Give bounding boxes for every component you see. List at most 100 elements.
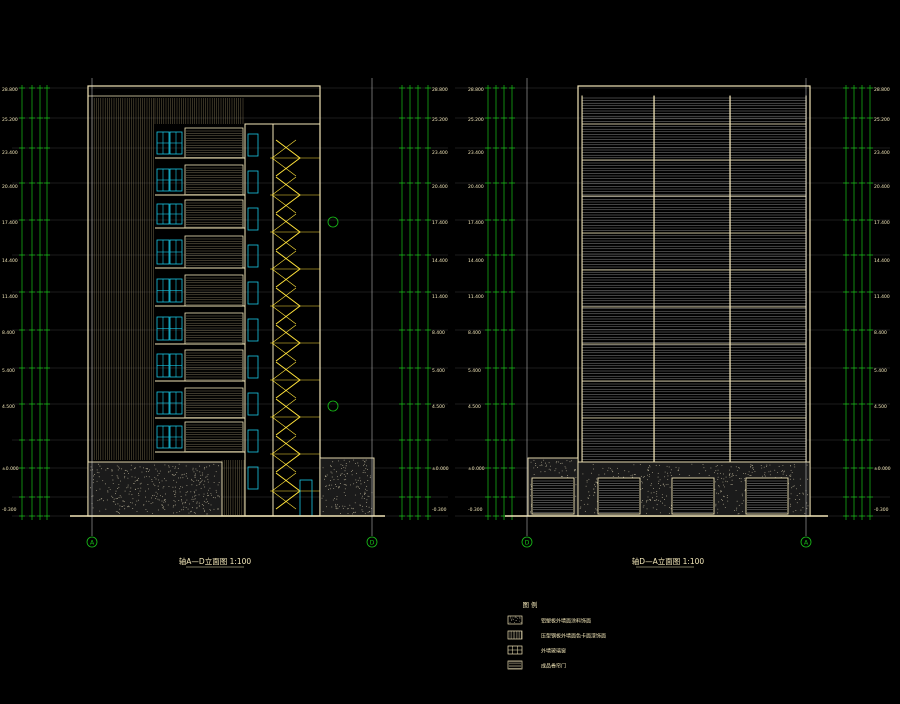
texture-dot bbox=[185, 502, 186, 503]
texture-dot bbox=[351, 508, 352, 509]
texture-dot bbox=[189, 504, 190, 505]
texture-dot bbox=[670, 472, 671, 473]
texture-dot bbox=[709, 475, 710, 476]
texture-dot bbox=[596, 479, 597, 480]
texture-dot bbox=[151, 479, 152, 480]
texture-dot bbox=[324, 479, 325, 480]
texture-dot bbox=[736, 510, 737, 511]
texture-dot bbox=[206, 513, 207, 514]
texture-dot bbox=[802, 507, 803, 508]
texture-dot bbox=[331, 472, 332, 473]
texture-dot bbox=[344, 479, 345, 480]
texture-dot bbox=[195, 475, 196, 476]
texture-dot bbox=[342, 465, 343, 466]
level-label: 25.200 bbox=[468, 117, 484, 123]
texture-dot bbox=[750, 466, 751, 467]
texture-dot bbox=[790, 476, 791, 477]
texture-dot bbox=[647, 508, 648, 509]
texture-dot bbox=[596, 482, 597, 483]
level-label: ±0.000 bbox=[2, 466, 19, 472]
texture-dot bbox=[193, 481, 194, 482]
texture-dot bbox=[341, 474, 342, 475]
texture-dot bbox=[93, 495, 94, 496]
texture-dot bbox=[183, 502, 184, 503]
texture-dot bbox=[165, 494, 166, 495]
level-label: 4.500 bbox=[874, 404, 887, 410]
texture-dot bbox=[610, 468, 611, 469]
texture-dot bbox=[356, 473, 357, 474]
texture-dot bbox=[370, 477, 371, 478]
podium-block bbox=[320, 458, 374, 516]
texture-dot bbox=[195, 498, 196, 499]
texture-dot bbox=[346, 463, 347, 464]
texture-dot bbox=[97, 469, 98, 470]
texture-dot bbox=[147, 511, 148, 512]
texture-dot bbox=[642, 482, 643, 483]
texture-dot bbox=[217, 509, 218, 510]
texture-dot bbox=[582, 473, 583, 474]
texture-dot bbox=[173, 505, 174, 506]
texture-dot bbox=[530, 511, 531, 512]
texture-dot bbox=[353, 483, 354, 484]
texture-dot bbox=[172, 487, 173, 488]
texture-dot bbox=[649, 499, 650, 500]
texture-dot bbox=[156, 479, 157, 480]
rolling-door-icon bbox=[598, 478, 640, 514]
texture-dot bbox=[136, 501, 137, 502]
texture-dot bbox=[197, 470, 198, 471]
texture-dot bbox=[208, 495, 209, 496]
texture-dot bbox=[93, 476, 94, 477]
texture-dot bbox=[346, 465, 347, 466]
texture-dot bbox=[110, 489, 111, 490]
texture-dot bbox=[783, 474, 784, 475]
texture-dot bbox=[147, 469, 148, 470]
texture-dot bbox=[345, 468, 346, 469]
texture-dot bbox=[580, 508, 581, 509]
texture-dot bbox=[360, 493, 361, 494]
texture-dot bbox=[623, 477, 624, 478]
level-label: 17.400 bbox=[468, 220, 484, 226]
texture-dot bbox=[779, 466, 780, 467]
texture-dot bbox=[337, 476, 338, 477]
texture-dot bbox=[208, 490, 209, 491]
texture-dot bbox=[588, 497, 589, 498]
texture-dot bbox=[175, 491, 176, 492]
core-window-icon bbox=[248, 134, 258, 156]
louver-panel bbox=[185, 236, 243, 268]
texture-dot bbox=[217, 495, 218, 496]
left-elevation: 28.80025.20023.40020.40017.40014.40011.4… bbox=[2, 78, 449, 567]
texture-dot bbox=[540, 471, 541, 472]
texture-dot bbox=[366, 499, 367, 500]
level-label: 8.400 bbox=[468, 330, 481, 336]
texture-dot bbox=[186, 476, 187, 477]
texture-dot bbox=[112, 497, 113, 498]
texture-dot bbox=[657, 504, 658, 505]
level-label: -0.300 bbox=[874, 507, 889, 513]
texture-dot bbox=[650, 485, 651, 486]
texture-dot bbox=[731, 466, 732, 467]
texture-dot bbox=[169, 486, 170, 487]
level-label: 14.400 bbox=[2, 258, 18, 264]
texture-dot bbox=[567, 475, 568, 476]
texture-dot bbox=[210, 510, 211, 511]
texture-dot bbox=[158, 510, 159, 511]
texture-dot bbox=[736, 508, 737, 509]
texture-dot bbox=[124, 501, 125, 502]
texture-dot bbox=[117, 477, 118, 478]
texture-dot bbox=[204, 501, 205, 502]
texture-dot bbox=[338, 479, 339, 480]
texture-dot bbox=[360, 480, 361, 481]
texture-dot bbox=[179, 464, 180, 465]
louver-panel bbox=[185, 313, 243, 344]
texture-dot bbox=[193, 501, 194, 502]
texture-dot bbox=[199, 484, 200, 485]
texture-dot bbox=[514, 622, 515, 623]
texture-dot bbox=[554, 470, 555, 471]
texture-dot bbox=[593, 495, 594, 496]
texture-dot bbox=[368, 496, 369, 497]
texture-dot bbox=[648, 497, 649, 498]
texture-dot bbox=[146, 476, 147, 477]
texture-dot bbox=[644, 476, 645, 477]
texture-dot bbox=[662, 494, 663, 495]
